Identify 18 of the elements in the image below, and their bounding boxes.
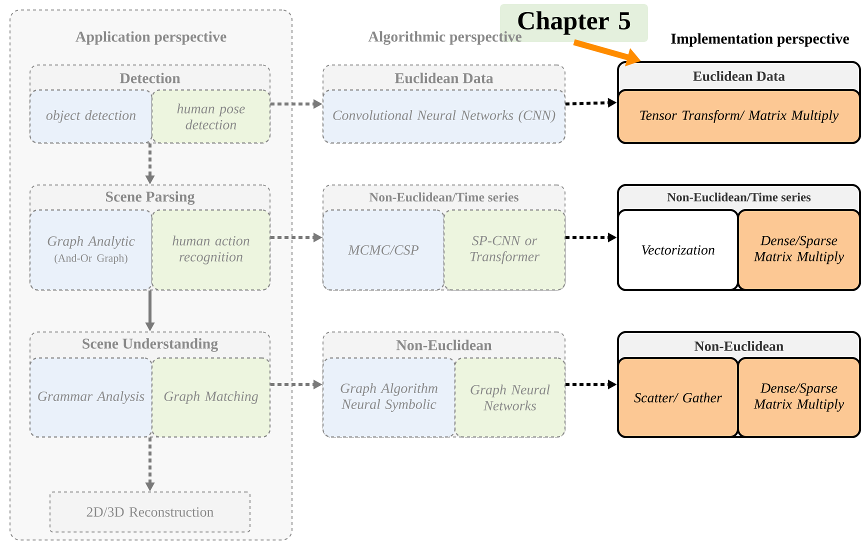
method-box: human pose detection — [151, 89, 271, 144]
method-box: MCMC/CSP — [322, 209, 445, 291]
method-box: Graph Algorithm Neural Symbolic — [322, 357, 456, 438]
method-box: human action recognition — [151, 209, 271, 291]
operation-box: Scatter/ Gather — [617, 357, 739, 438]
method-box: Graph Matching — [151, 357, 271, 438]
method-box: object detection — [29, 89, 153, 144]
perspective-heading: Implementation perspective — [671, 33, 849, 47]
operation-box: Vectorization — [617, 209, 739, 291]
method-box: Graph Neural Networks — [454, 357, 566, 438]
method-box: Graph Analytic (And-Or Graph) — [29, 209, 153, 291]
operation-box: Tensor Transform/ Matrix Multiply — [617, 89, 861, 144]
method-box: SP-CNN or Transformer — [443, 209, 566, 291]
operation-box: Dense/Sparse Matrix Multiply — [737, 209, 861, 291]
method-box: Grammar Analysis — [29, 357, 153, 438]
task-box: 2D/3D Reconstruction — [50, 492, 250, 532]
method-box: Convolutional Neural Networks (CNN) — [322, 89, 566, 144]
operation-box: Dense/Sparse Matrix Multiply — [737, 357, 861, 438]
